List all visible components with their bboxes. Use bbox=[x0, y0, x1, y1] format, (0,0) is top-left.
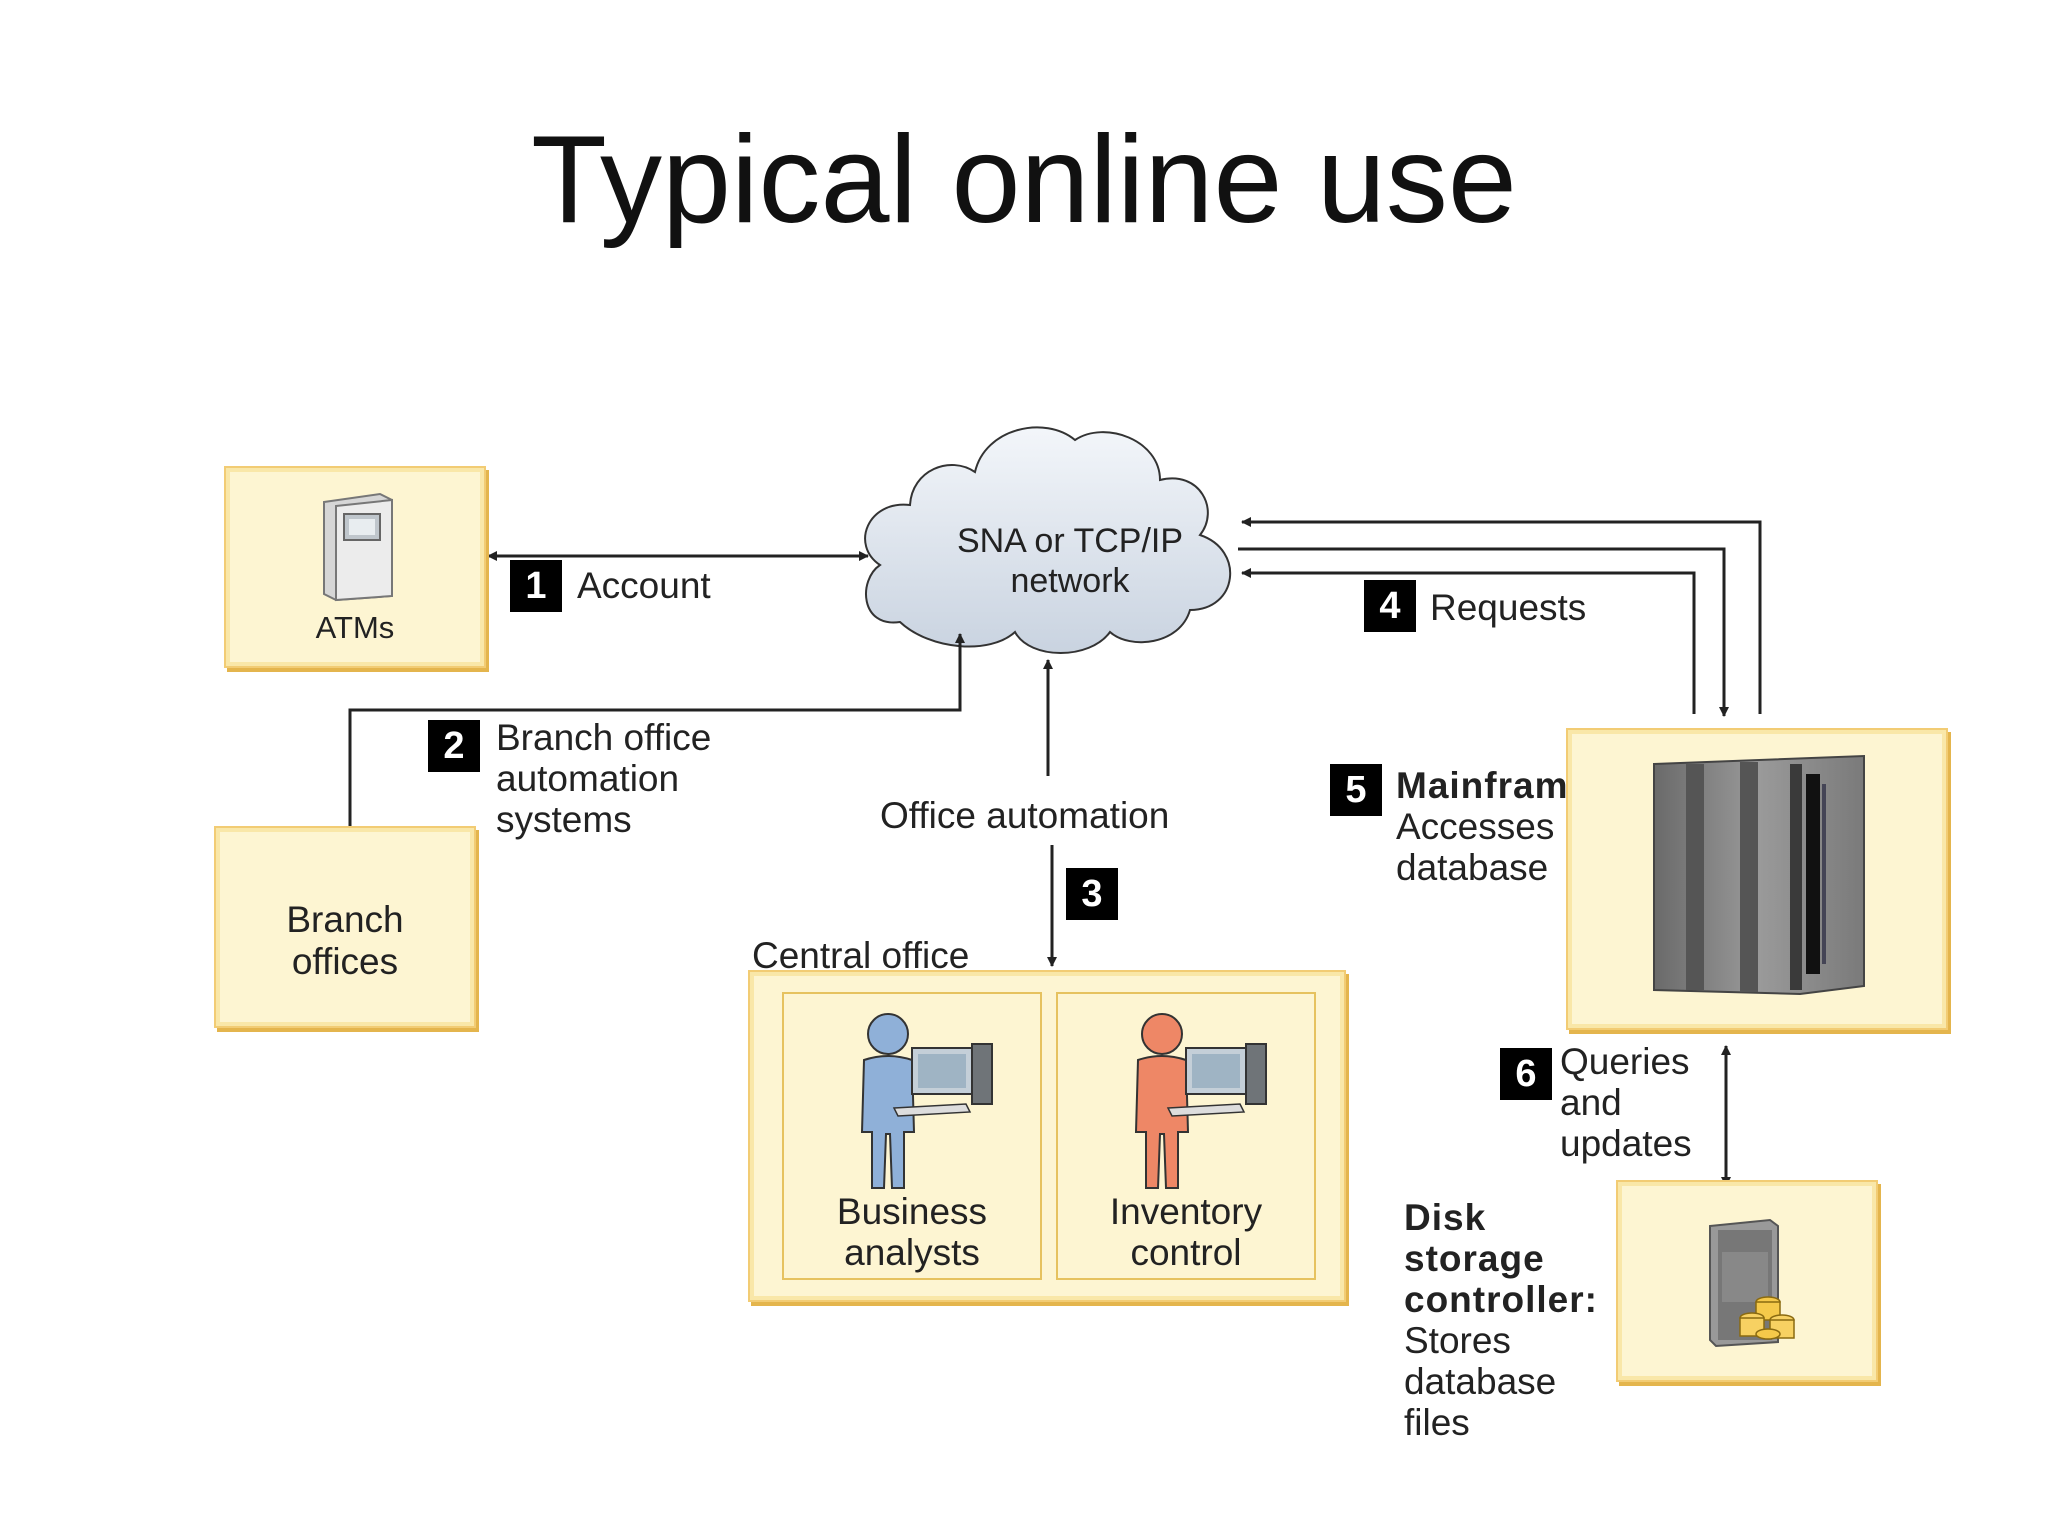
mainframe-icon bbox=[1653, 754, 1865, 996]
network-cloud-icon bbox=[864, 426, 1232, 654]
step-5-line2: database bbox=[1396, 847, 1549, 888]
atm-icon bbox=[323, 492, 393, 602]
disk-title-line1: Disk bbox=[1404, 1197, 1487, 1238]
disk-storage-icon bbox=[1709, 1218, 1795, 1348]
page-title: Typical online use bbox=[531, 111, 1517, 249]
disk-storage-box bbox=[1616, 1180, 1878, 1382]
inventory-control-line1: Inventory bbox=[1109, 1191, 1263, 1232]
disk-title-line2: storage bbox=[1404, 1238, 1545, 1279]
mainframe-box bbox=[1566, 728, 1948, 1030]
inventory-control-line2: control bbox=[1130, 1232, 1242, 1273]
step-6-badge: 6 bbox=[1500, 1048, 1552, 1100]
inventory-worker-icon bbox=[1134, 1013, 1267, 1189]
step-6-line3: updates bbox=[1560, 1123, 1692, 1164]
connector-requests-a bbox=[1241, 517, 1762, 714]
step-2-line2: automation bbox=[496, 758, 680, 799]
step-3-badge: 3 bbox=[1066, 868, 1118, 920]
business-analyst-icon bbox=[860, 1013, 993, 1189]
step-4-badge: 4 bbox=[1364, 580, 1416, 632]
step-5-badge: 5 bbox=[1330, 764, 1382, 816]
step-4-label: Requests bbox=[1430, 587, 1587, 628]
disk-line2: database bbox=[1404, 1361, 1557, 1402]
business-analysts-line2: analysts bbox=[844, 1232, 980, 1273]
branch-label-line1: Branch bbox=[286, 899, 404, 940]
disk-line3: files bbox=[1404, 1402, 1470, 1443]
step-1-badge: 1 bbox=[510, 560, 562, 612]
step-2-badge: 2 bbox=[428, 720, 480, 772]
step-3-label: Office automation bbox=[880, 795, 1170, 836]
connector-requests-b bbox=[1238, 547, 1729, 717]
inventory-control-panel: Inventory control bbox=[1056, 992, 1316, 1280]
network-label-line2: network bbox=[1010, 562, 1130, 600]
atm-label: ATMs bbox=[315, 610, 395, 645]
business-analysts-line1: Business bbox=[836, 1191, 988, 1232]
central-office-label: Central office bbox=[752, 935, 970, 976]
step-5-line1: Accesses bbox=[1396, 806, 1555, 847]
step-2-line1: Branch office bbox=[496, 717, 712, 758]
network-label-line1: SNA or TCP/IP bbox=[956, 522, 1184, 560]
atm-box: ATMs bbox=[224, 466, 486, 668]
disk-line1: Stores bbox=[1404, 1320, 1511, 1361]
disk-title-line3: controller: bbox=[1404, 1279, 1598, 1320]
step-1-label: Account bbox=[577, 565, 711, 606]
central-office-box: Business analysts Inventory control bbox=[748, 970, 1346, 1302]
step-2-line3: systems bbox=[496, 799, 632, 840]
connector-requests-c bbox=[1241, 568, 1696, 714]
step-6-line2: and bbox=[1560, 1082, 1622, 1123]
branch-offices-box: Branch offices bbox=[214, 826, 476, 1028]
business-analysts-panel: Business analysts bbox=[782, 992, 1042, 1280]
branch-label-line2: offices bbox=[291, 941, 399, 982]
step-6-line1: Queries bbox=[1560, 1041, 1690, 1082]
